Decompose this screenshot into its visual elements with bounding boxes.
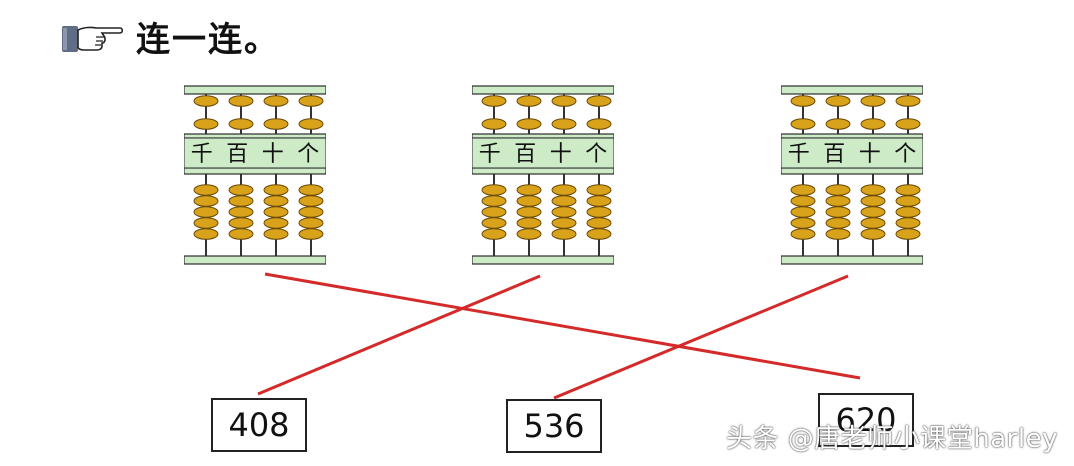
- label-tens: 十: [261, 142, 284, 167]
- abacus-bead: [481, 228, 507, 240]
- abacus-bead: [481, 95, 507, 107]
- place-value-labels: 千 百 十 个: [781, 138, 923, 167]
- abacus-bead: [895, 228, 921, 240]
- abacus-bead: [825, 95, 851, 107]
- instruction-header: 连一连。: [62, 12, 280, 60]
- abacus-bead: [860, 118, 886, 130]
- match-line-abacus1-to-620: [264, 272, 861, 380]
- number-box-536: 536: [506, 399, 602, 453]
- abacus-bead: [551, 228, 577, 240]
- label-hundreds: 百: [514, 142, 537, 167]
- abacus-bead: [895, 118, 921, 130]
- abacus-bead: [298, 118, 324, 130]
- abacus-bead: [790, 95, 816, 107]
- place-value-labels: 千 百 十 个: [184, 138, 326, 167]
- abacus-bar: [781, 255, 923, 265]
- abacus-bead: [825, 118, 851, 130]
- label-thousands: 千: [787, 142, 810, 167]
- abacus-bead: [790, 228, 816, 240]
- abacus-bar: [472, 85, 614, 95]
- abacus-bead: [298, 228, 324, 240]
- abacus-bead: [193, 118, 219, 130]
- abacus-bead: [263, 228, 289, 240]
- label-ones: 个: [297, 142, 320, 167]
- number-value: 408: [228, 406, 290, 444]
- abacus-3: 千 百 十 个: [781, 84, 923, 268]
- number-box-408: 408: [211, 398, 307, 452]
- abacus-bead: [228, 95, 254, 107]
- abacus-label-band: [472, 137, 614, 169]
- abacus-frame: [781, 85, 923, 265]
- abacus-bead: [193, 228, 219, 240]
- number-value: 536: [523, 407, 585, 445]
- abacus-bead: [228, 228, 254, 240]
- abacus-bead: [263, 95, 289, 107]
- abacus-bead: [860, 95, 886, 107]
- abacus-frame: [184, 85, 326, 265]
- label-thousands: 千: [478, 142, 501, 167]
- abacus-bead: [551, 95, 577, 107]
- abacus-bead: [516, 95, 542, 107]
- label-tens: 十: [549, 142, 572, 167]
- abacus-bar: [184, 255, 326, 265]
- label-hundreds: 百: [226, 142, 249, 167]
- number-box-620: 620: [818, 393, 914, 447]
- abacus-bead: [551, 118, 577, 130]
- place-value-labels: 千 百 十 个: [472, 138, 614, 167]
- abacus-bead: [298, 95, 324, 107]
- abacus-label-band: [184, 137, 326, 169]
- abacus-bar: [781, 85, 923, 95]
- abacus-1: 千 百 十 个: [184, 84, 326, 268]
- abacus-bead: [586, 118, 612, 130]
- label-ones: 个: [585, 142, 608, 167]
- page-title: 连一连。: [136, 19, 280, 60]
- abacus-bead: [263, 118, 289, 130]
- abacus-bead: [895, 95, 921, 107]
- abacus-bead: [516, 118, 542, 130]
- label-tens: 十: [858, 142, 881, 167]
- abacus-bead: [228, 118, 254, 130]
- abacus-bead: [516, 228, 542, 240]
- number-value: 620: [835, 401, 897, 439]
- label-hundreds: 百: [823, 142, 846, 167]
- abacus-bar: [472, 255, 614, 265]
- match-line-abacus2-to-408: [257, 274, 541, 396]
- abacus-bead: [586, 228, 612, 240]
- abacus-bead: [586, 95, 612, 107]
- match-line-abacus3-to-536: [553, 274, 849, 400]
- abacus-bead: [860, 228, 886, 240]
- abacus-frame: [472, 85, 614, 265]
- pointing-hand-icon: [62, 26, 124, 52]
- abacus-2: 千 百 十 个: [472, 84, 614, 268]
- abacus-label-band: [781, 137, 923, 169]
- abacus-bead: [193, 95, 219, 107]
- abacus-bead: [825, 228, 851, 240]
- abacus-bead: [481, 118, 507, 130]
- abacus-bar: [184, 85, 326, 95]
- abacus-bead: [790, 118, 816, 130]
- label-ones: 个: [894, 142, 917, 167]
- label-thousands: 千: [190, 142, 213, 167]
- watermark-text: 头条 @唐老师小课堂harley: [726, 424, 1058, 454]
